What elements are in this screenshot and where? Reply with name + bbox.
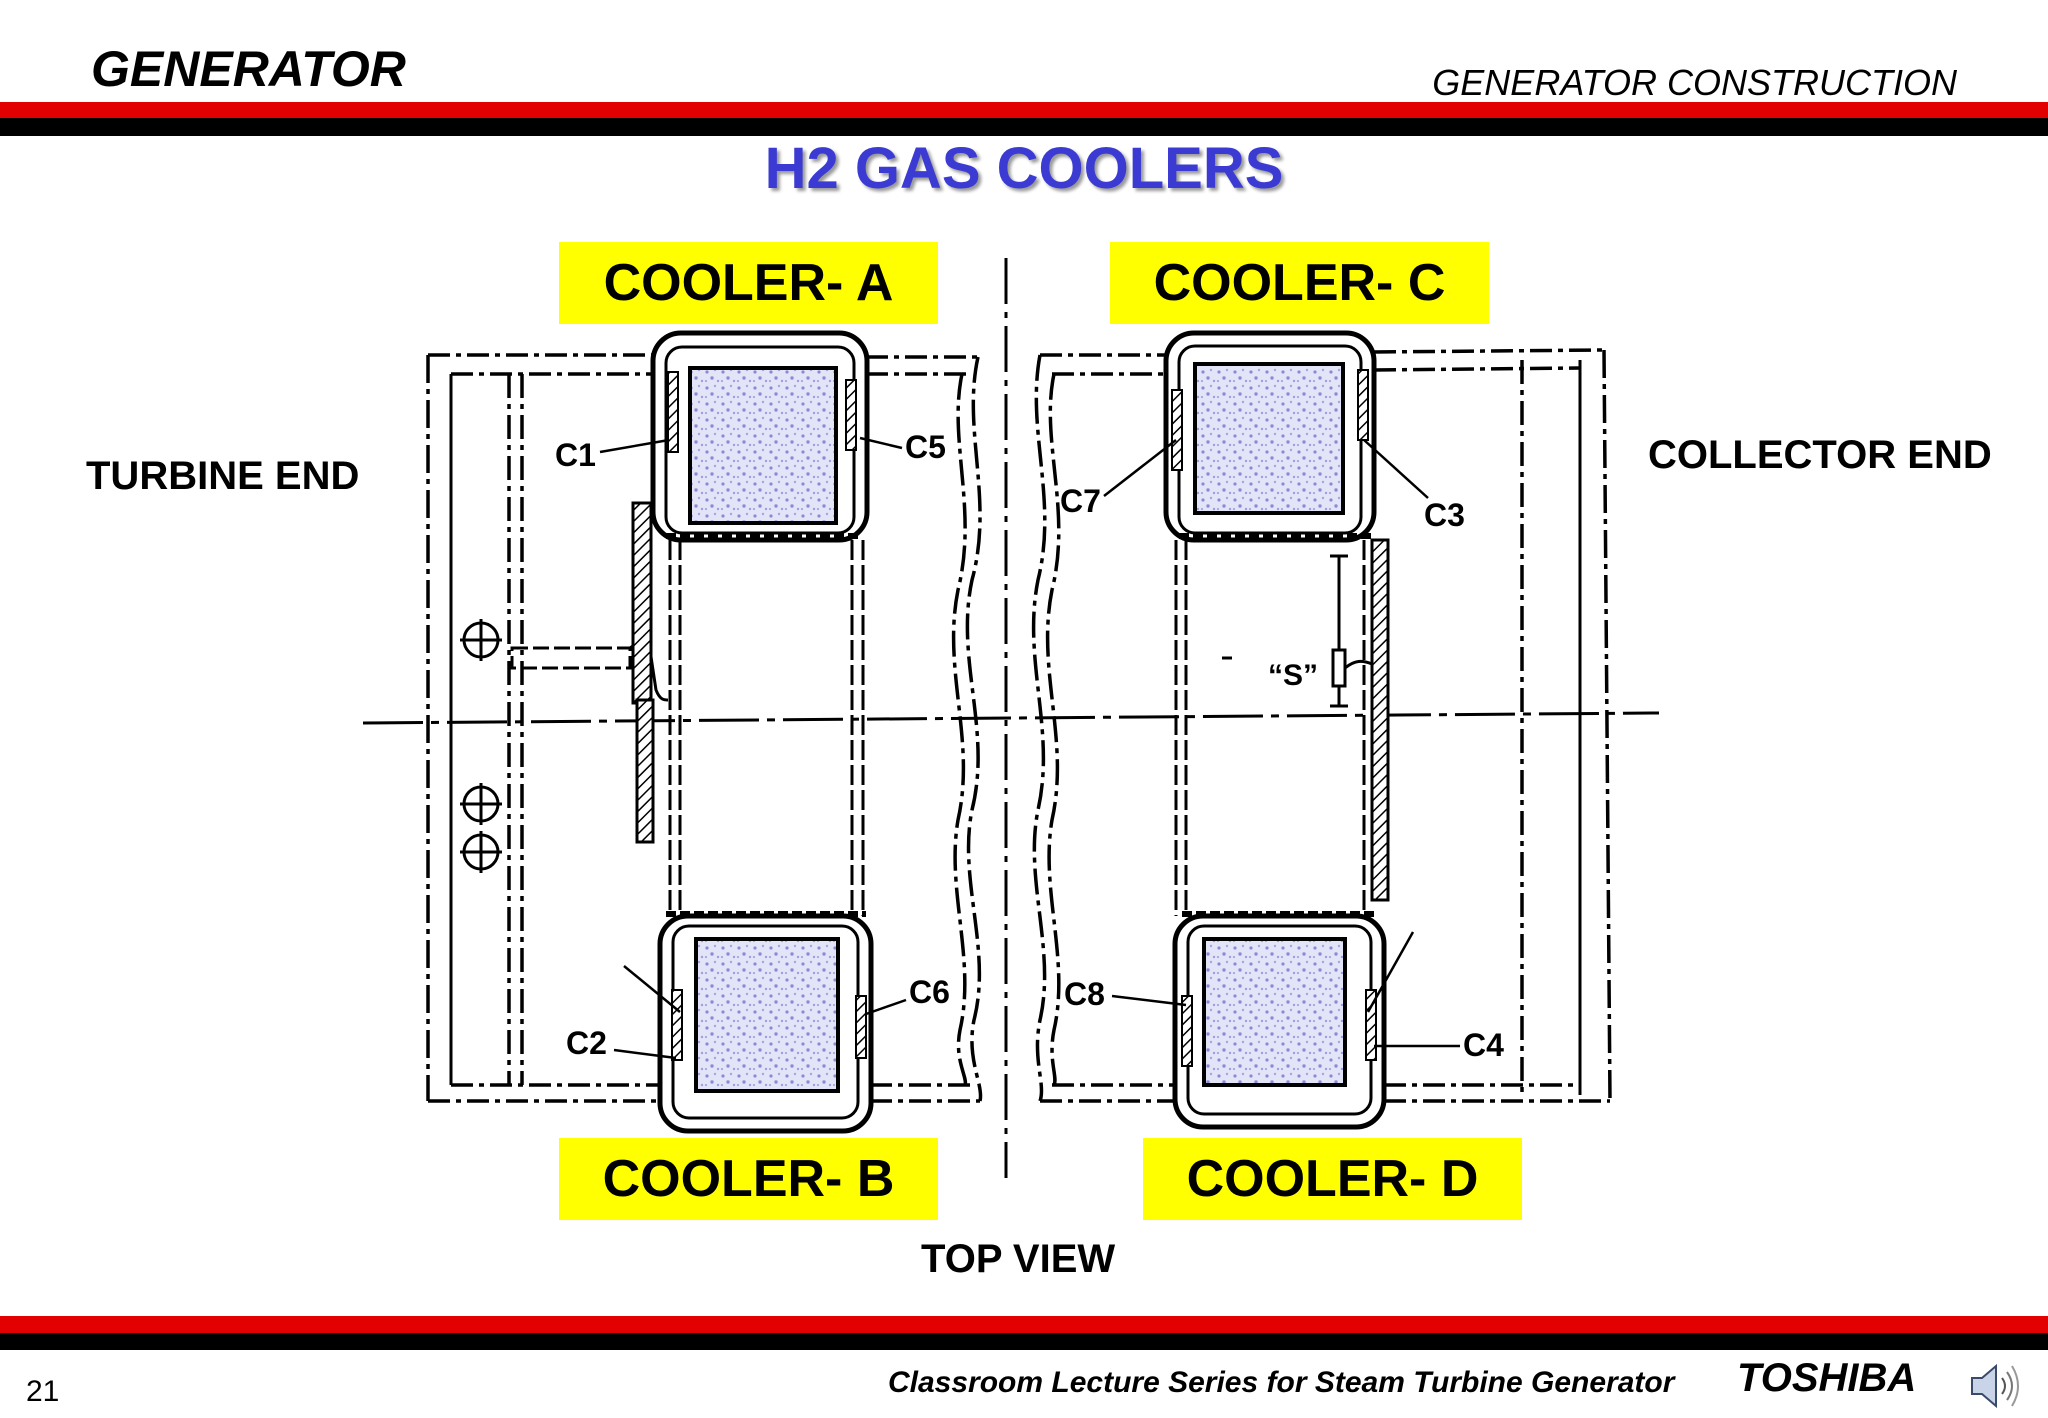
frame-break-line: [965, 356, 983, 1102]
c5-label: C5: [905, 429, 946, 465]
c5-leader-line: [859, 436, 903, 450]
cooler-c-gasket: [1171, 389, 1183, 471]
c2-diagonal-line: [623, 965, 681, 1013]
cooler-d-drawing: [1172, 911, 1387, 1130]
sensor-s: “S”: [1222, 554, 1373, 708]
right-middle-section: [1174, 538, 1390, 916]
header-section-title: GENERATOR CONSTRUCTION: [1432, 62, 1957, 103]
header-red-bar: [0, 102, 2048, 118]
frame-right-outer-line: [1602, 349, 1612, 1102]
frame-top-inner-line: [1373, 366, 1581, 372]
cooler-c-gasket: [1357, 369, 1369, 441]
c1-leader-line: [599, 438, 670, 454]
cooler-b-drawing: [657, 911, 874, 1134]
turbine-end-label: TURBINE END: [86, 454, 360, 498]
speaker-icon[interactable]: [1966, 1358, 2024, 1414]
collector-end-frame: [1031, 348, 1612, 1103]
footer-series-text: Classroom Lecture Series for Steam Turbi…: [888, 1366, 1675, 1399]
cooler-b-gasket: [671, 989, 683, 1061]
cooler-a-housing: [650, 330, 870, 543]
cooler-d-tube-bundle: [1202, 937, 1347, 1087]
c4-diagonal-line: [1366, 931, 1415, 1013]
footer-black-bar: [0, 1333, 2048, 1350]
cooler-a-tube-bundle: [688, 366, 838, 525]
c3-label: C3: [1424, 497, 1465, 533]
c2-leader-line: [613, 1048, 677, 1060]
c3-leader-line: [1363, 439, 1429, 499]
gas-pipe: [510, 646, 632, 670]
centerlines: [362, 258, 1660, 1178]
cooler-a-gasket: [667, 371, 679, 453]
connection-callouts: [599, 436, 1460, 1060]
frame-break-line: [1031, 354, 1047, 1102]
cooler-c-label: COOLER- C: [1110, 242, 1489, 324]
slide-title: H2 GAS COOLERS: [764, 136, 1284, 201]
hatched-duct: [631, 501, 653, 705]
frame-break-line: [951, 373, 968, 1086]
collector-end-label: COLLECTOR END: [1648, 433, 1992, 477]
cooler-c-housing: [1163, 330, 1377, 543]
frame-break-line: [1045, 373, 1061, 1086]
connection-labels: C1 C5 C7 C3 C6 C2 C8 C4: [555, 429, 1504, 1063]
cooler-d-gasket: [1181, 995, 1193, 1067]
view-label: TOP VIEW: [921, 1237, 1116, 1281]
cooler-d-gasket: [1365, 989, 1377, 1061]
cooler-d-label-text: COOLER- D: [1186, 1150, 1479, 1208]
cooler-c-tube-bundle: [1193, 362, 1345, 515]
cooler-b-housing: [657, 913, 874, 1134]
cooler-c-label-text: COOLER- C: [1153, 254, 1446, 312]
page-number: 21: [26, 1375, 60, 1408]
left-middle-section: [668, 540, 865, 916]
horizontal-centerline: [362, 711, 1660, 725]
cooler-b-tube-bundle: [694, 937, 840, 1093]
c4-label: C4: [1463, 1027, 1504, 1063]
cooler-b-gasket: [855, 995, 867, 1059]
sensor-label: “S”: [1268, 659, 1318, 692]
c7-leader-line: [1103, 439, 1177, 497]
cooler-a-gasket: [845, 379, 857, 451]
c6-leader-line: [865, 998, 907, 1016]
sensor-body: [1331, 648, 1347, 688]
sensor-connection: [1344, 659, 1373, 670]
hatched-duct: [635, 698, 655, 844]
cooler-b-label-text: COOLER- B: [602, 1150, 895, 1208]
c8-label: C8: [1064, 976, 1105, 1012]
footer-red-bar: [0, 1316, 2048, 1333]
cooler-a-label: COOLER- A: [559, 242, 938, 324]
c2-label: C2: [566, 1025, 607, 1061]
cooler-d-housing: [1172, 913, 1387, 1130]
cooler-a-drawing: [650, 330, 870, 543]
c8-leader-line: [1111, 994, 1187, 1007]
c1-label: C1: [555, 437, 596, 473]
turbine-end-frame: [426, 353, 983, 1103]
c7-label: C7: [1060, 483, 1101, 519]
cooler-c-drawing: [1163, 330, 1377, 543]
c6-label: C6: [909, 974, 950, 1010]
frame-top-outer-line: [1373, 348, 1605, 354]
cooler-a-label-text: COOLER- A: [603, 254, 894, 312]
cooler-b-label: COOLER- B: [559, 1138, 938, 1220]
footer-brand: TOSHIBA: [1737, 1356, 1917, 1400]
turbine-end-piping: [460, 501, 669, 873]
header-title: GENERATOR: [91, 41, 406, 97]
cooler-d-label: COOLER- D: [1143, 1138, 1522, 1220]
header-black-bar: [0, 118, 2048, 136]
hatched-duct: [1370, 538, 1390, 902]
